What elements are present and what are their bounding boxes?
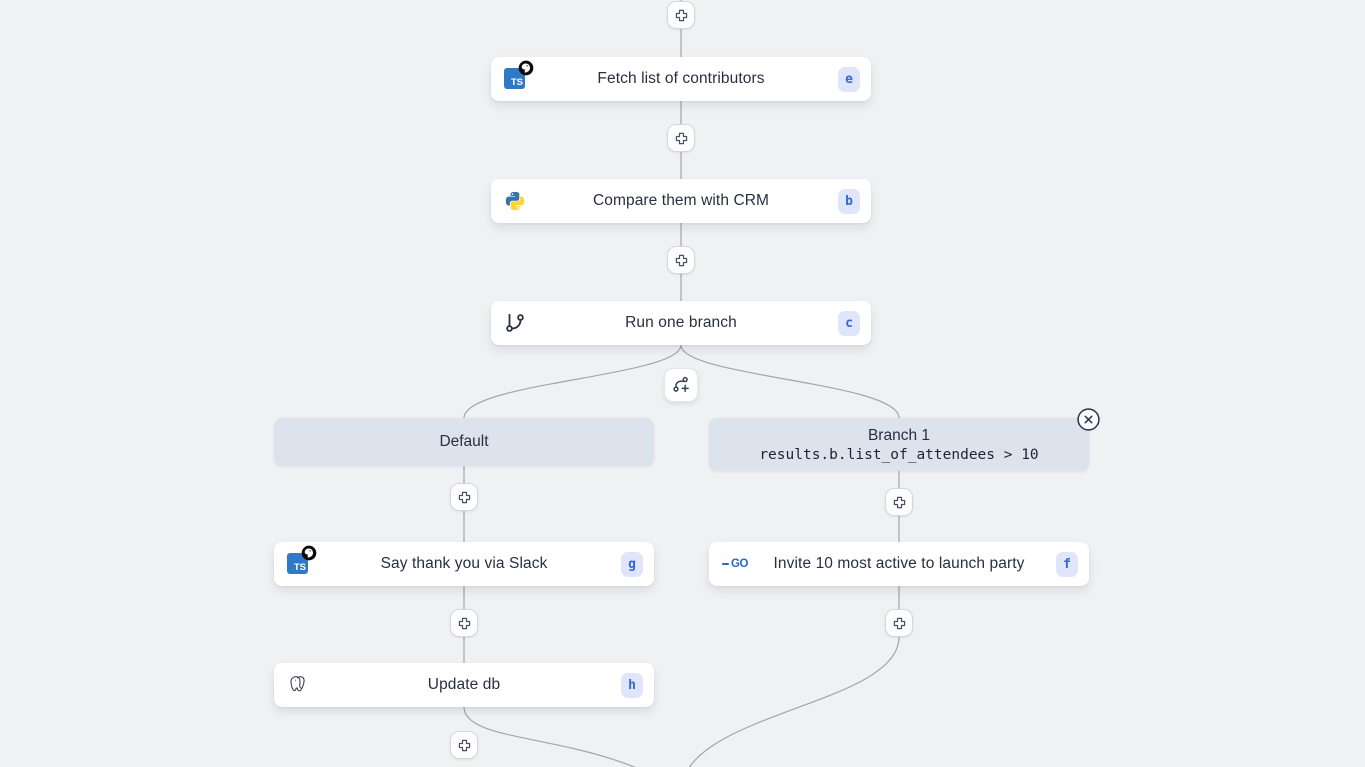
step-label: Update db [427,676,501,693]
add-branch-button[interactable] [664,368,698,402]
step-update-db[interactable]: Update db h [274,663,654,707]
step-run-one-branch[interactable]: Run one branch c [491,301,871,345]
insert-step-button[interactable] [450,609,478,637]
branch-condition: results.b.list_of_attendees > 10 [759,446,1039,463]
git-branch-plus-icon [673,376,689,392]
step-compare-them-with-crm[interactable]: Compare them with CRM b [491,179,871,223]
step-id-badge: e [838,66,860,92]
deno-icon [518,60,534,76]
insert-step-button[interactable] [667,246,695,274]
step-say-thank-you-via-slack[interactable]: TS Say thank you via Slack g [274,542,654,586]
step-label: Fetch list of contributors [597,70,765,87]
insert-step-button[interactable] [667,124,695,152]
step-fetch-list-of-contributors[interactable]: TS Fetch list of contributors e [491,57,871,101]
step-label: Run one branch [625,314,737,331]
insert-step-button[interactable] [885,609,913,637]
remove-branch-button[interactable] [1076,407,1101,432]
postgresql-icon [287,674,313,696]
step-label: Compare them with CRM [592,192,770,209]
step-id-badge: h [621,672,643,698]
step-id-badge: g [621,551,643,577]
insert-step-button[interactable] [450,483,478,511]
insert-step-button[interactable] [667,1,695,29]
typescript-deno-icon: TS [287,545,317,575]
branch-title: Branch 1 [867,426,931,444]
insert-step-button[interactable] [450,731,478,759]
typescript-icon: TS [504,68,525,89]
go-icon: GO [722,558,748,570]
step-invite-10-most-active-to-launch-party[interactable]: GO Invite 10 most active to launch party… [709,542,1089,586]
step-label: Say thank you via Slack [380,555,548,572]
deno-icon [301,545,317,561]
close-icon [1077,408,1100,431]
go-speedline [722,562,729,566]
branch-header-default[interactable]: Default [274,418,654,466]
step-id-badge: c [838,310,860,336]
typescript-deno-icon: TS [504,60,534,90]
python-icon [504,190,530,212]
insert-step-button[interactable] [885,488,913,516]
step-label: Invite 10 most active to launch party [773,555,1025,572]
step-id-badge: b [838,188,860,214]
git-branch-icon [504,312,530,334]
typescript-icon: TS [287,553,308,574]
branch-label: Default [439,433,489,450]
branch-header-branch1[interactable]: Branch 1 results.b.list_of_attendees > 1… [709,418,1089,471]
step-id-badge: f [1056,551,1078,577]
